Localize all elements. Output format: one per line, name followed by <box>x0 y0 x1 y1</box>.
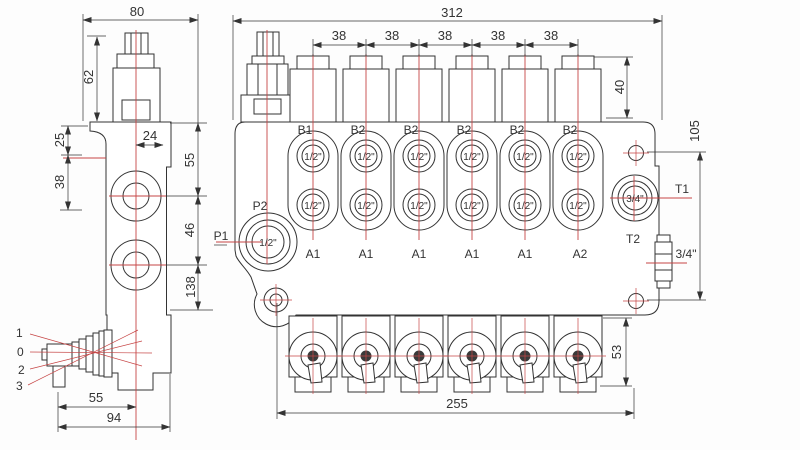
port-label-a: A1 <box>359 247 374 261</box>
port-size: 3/4" <box>626 194 644 205</box>
svg-text:38: 38 <box>385 28 399 43</box>
svg-text:38: 38 <box>438 28 452 43</box>
spool-clevis <box>360 362 376 384</box>
dim-relief-height: 62 <box>81 35 106 122</box>
front-view: B1 A1 1/2" 1/2" B2 A1 1/2" 1/2" B2 <box>214 5 706 328</box>
port-size: 1/2" <box>516 201 534 212</box>
port-size: 1/2" <box>357 201 375 212</box>
valve-section: B2 A1 1/2" 1/2" <box>393 54 445 261</box>
port-label-a: A1 <box>306 247 321 261</box>
dim-side-width: 80 <box>82 4 199 123</box>
svg-text:25: 25 <box>52 133 67 147</box>
dim-lever-bottom: 55 94 <box>57 374 171 432</box>
port-label-b: B2 <box>510 123 525 137</box>
port-label-a: A1 <box>465 247 480 261</box>
port-size: 1/2" <box>304 152 322 163</box>
svg-text:105: 105 <box>687 120 702 142</box>
port-label-a: A1 <box>518 247 533 261</box>
dim-cap-height: 40 <box>594 56 633 119</box>
lever-pos-1: 1 <box>16 326 23 340</box>
dim-side-right-column: 55 46 138 <box>167 122 213 311</box>
port-size: 1/2" <box>304 201 322 212</box>
port-label-p1: P1 <box>214 229 229 243</box>
bottom-section <box>497 315 553 394</box>
spool-clevis <box>519 362 535 384</box>
valve-section: B2 A2 1/2" 1/2" <box>552 54 604 261</box>
port-label-b: B2 <box>404 123 419 137</box>
bottom-section <box>285 315 341 394</box>
svg-text:24: 24 <box>143 128 157 143</box>
bottom-view: 53 255 <box>276 303 635 419</box>
svg-text:55: 55 <box>89 390 103 405</box>
svg-text:38: 38 <box>544 28 558 43</box>
tank-port-t: 3/4" T1 T2 <box>610 174 692 246</box>
dim-overall-width: 312 <box>232 5 663 120</box>
port-size: 1/2" <box>357 152 375 163</box>
mounting-holes-front <box>260 140 649 316</box>
port-label-a: A2 <box>573 247 588 261</box>
side-centerlines <box>63 30 166 440</box>
port-size: 1/2" <box>516 152 534 163</box>
svg-text:38: 38 <box>332 28 346 43</box>
spool-clevis <box>466 362 482 384</box>
port-label-a: A1 <box>412 247 427 261</box>
svg-text:40: 40 <box>612 80 627 94</box>
port-label-b: B2 <box>457 123 472 137</box>
port-label-b: B1 <box>298 123 313 137</box>
tank-plug-side: 3/4" <box>646 234 697 289</box>
port-size: 1/2" <box>410 201 428 212</box>
svg-text:80: 80 <box>130 4 144 19</box>
port-label-b: B2 <box>351 123 366 137</box>
lever-pos-2: 2 <box>18 363 25 377</box>
dim-mount-spacing-vertical: 105 <box>647 120 706 301</box>
inlet-port-p: 1/2" P2 P1 <box>214 30 298 272</box>
dim-mount-spacing-horizontal: 255 <box>276 303 635 419</box>
lever-pos-0: 0 <box>17 345 24 359</box>
plug-size-label: 3/4" <box>676 247 697 261</box>
port-size: 1/2" <box>463 152 481 163</box>
valve-section: B2 A1 1/2" 1/2" <box>499 54 551 261</box>
port-size: 1/2" <box>463 201 481 212</box>
spool-clevis <box>307 362 323 384</box>
lever-assembly <box>41 329 113 388</box>
svg-text:55: 55 <box>182 153 197 167</box>
svg-text:255: 255 <box>446 396 468 411</box>
dim-center-to-edge: 24 <box>135 128 164 148</box>
port-label-t2: T2 <box>626 232 640 246</box>
svg-text:312: 312 <box>441 5 463 20</box>
svg-text:38: 38 <box>52 175 67 189</box>
svg-text:62: 62 <box>81 70 96 84</box>
bottom-section <box>338 315 394 394</box>
valve-section: B2 A1 1/2" 1/2" <box>340 54 392 261</box>
port-size: 1/2" <box>569 201 587 212</box>
lever-position-fan <box>27 329 153 386</box>
svg-text:46: 46 <box>182 223 197 237</box>
port-label-b: B2 <box>563 123 578 137</box>
dim-bottom-height: 53 <box>600 317 632 387</box>
port-size: 1/2" <box>569 152 587 163</box>
port-label-p2: P2 <box>253 199 268 213</box>
svg-text:38: 38 <box>491 28 505 43</box>
svg-text:94: 94 <box>107 410 121 425</box>
svg-text:53: 53 <box>609 345 624 359</box>
side-view: 1 0 2 3 80 62 25 38 24 <box>16 4 213 440</box>
side-view-body <box>89 121 172 391</box>
valve-section: B2 A1 1/2" 1/2" <box>446 54 498 261</box>
spool-clevis <box>413 362 429 384</box>
dim-step-25-38: 25 38 <box>52 125 88 211</box>
valve-section: B1 A1 1/2" 1/2" <box>287 54 339 261</box>
dim-section-pitch: 38 38 38 38 38 <box>312 28 579 56</box>
port-label-t1: T1 <box>675 182 689 196</box>
bottom-section <box>391 315 447 394</box>
svg-text:138: 138 <box>183 276 198 298</box>
bottom-section <box>444 315 500 394</box>
bottom-section <box>550 315 606 394</box>
port-size: 1/2" <box>259 238 277 249</box>
port-size: 1/2" <box>410 152 428 163</box>
lever-pos-3: 3 <box>16 379 23 393</box>
spool-clevis <box>572 362 588 384</box>
side-relief-valve <box>112 32 161 123</box>
